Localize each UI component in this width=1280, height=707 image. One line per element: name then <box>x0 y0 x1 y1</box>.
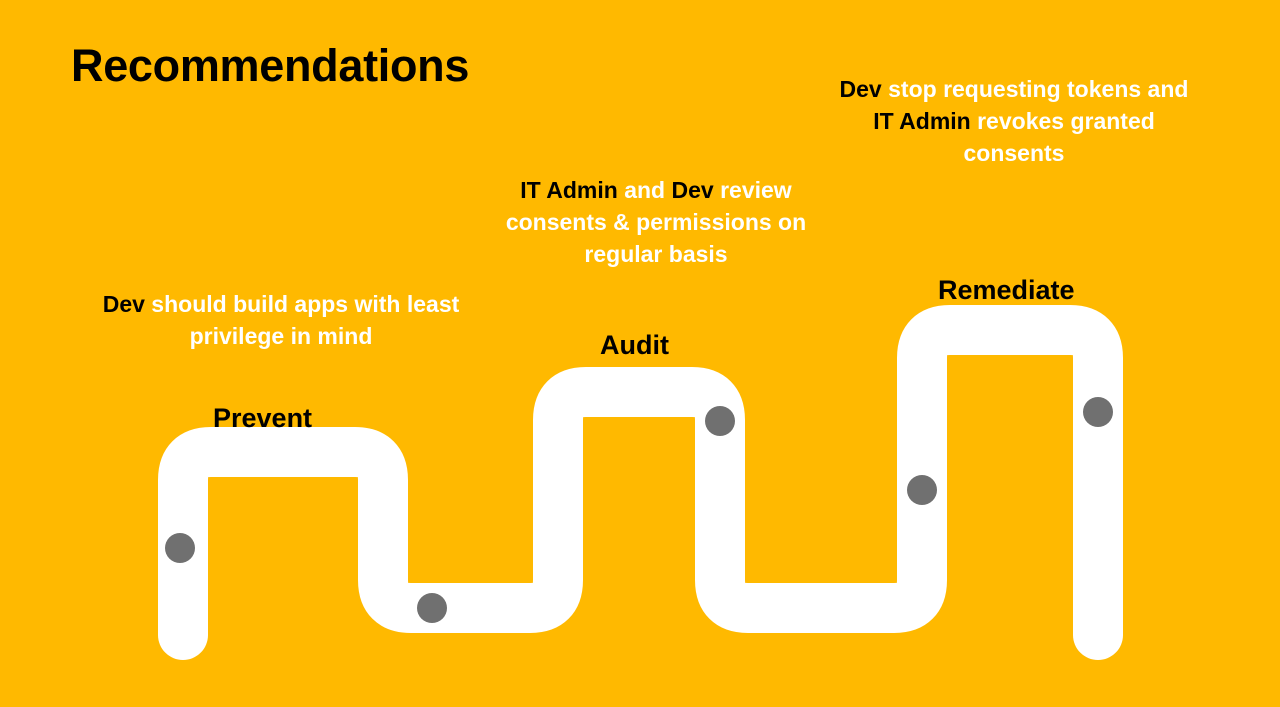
dot-prevent-end <box>417 593 447 623</box>
page-title: Recommendations <box>71 40 470 91</box>
dot-prevent-start <box>165 533 195 563</box>
stage-description-prevent: Dev should build apps with least privile… <box>96 289 466 353</box>
journey-path-stroke <box>158 305 1123 660</box>
desc-run-1-2: Dev <box>671 177 714 203</box>
stage-description-remediate: Dev stop requesting tokens and IT Admin … <box>828 74 1200 170</box>
dot-remediate-mid <box>907 475 937 505</box>
desc-run-0-1: should build apps with least privilege i… <box>144 291 460 349</box>
desc-run-2-1: stop requesting tokens and <box>881 76 1189 102</box>
stage-label-audit: Audit <box>600 330 669 360</box>
desc-run-2-3: revokes granted consents <box>963 107 1155 166</box>
stage-label-prevent: Prevent <box>213 403 313 433</box>
desc-run-0-0: Dev <box>102 291 145 317</box>
desc-run-1-1: and <box>617 177 672 203</box>
stage-label-remediate: Remediate <box>938 275 1075 305</box>
dot-remediate-end <box>1083 397 1113 427</box>
desc-run-1-3: review consents & permissions on regular… <box>505 177 807 267</box>
desc-run-2-0: Dev <box>839 76 882 102</box>
dot-audit-end <box>705 406 735 436</box>
milestone-dots-group <box>165 397 1113 623</box>
stage-description-audit: IT Admin and Dev review consents & permi… <box>470 175 842 271</box>
desc-run-1-0: IT Admin <box>520 177 618 203</box>
desc-run-2-2: IT Admin <box>873 107 971 134</box>
